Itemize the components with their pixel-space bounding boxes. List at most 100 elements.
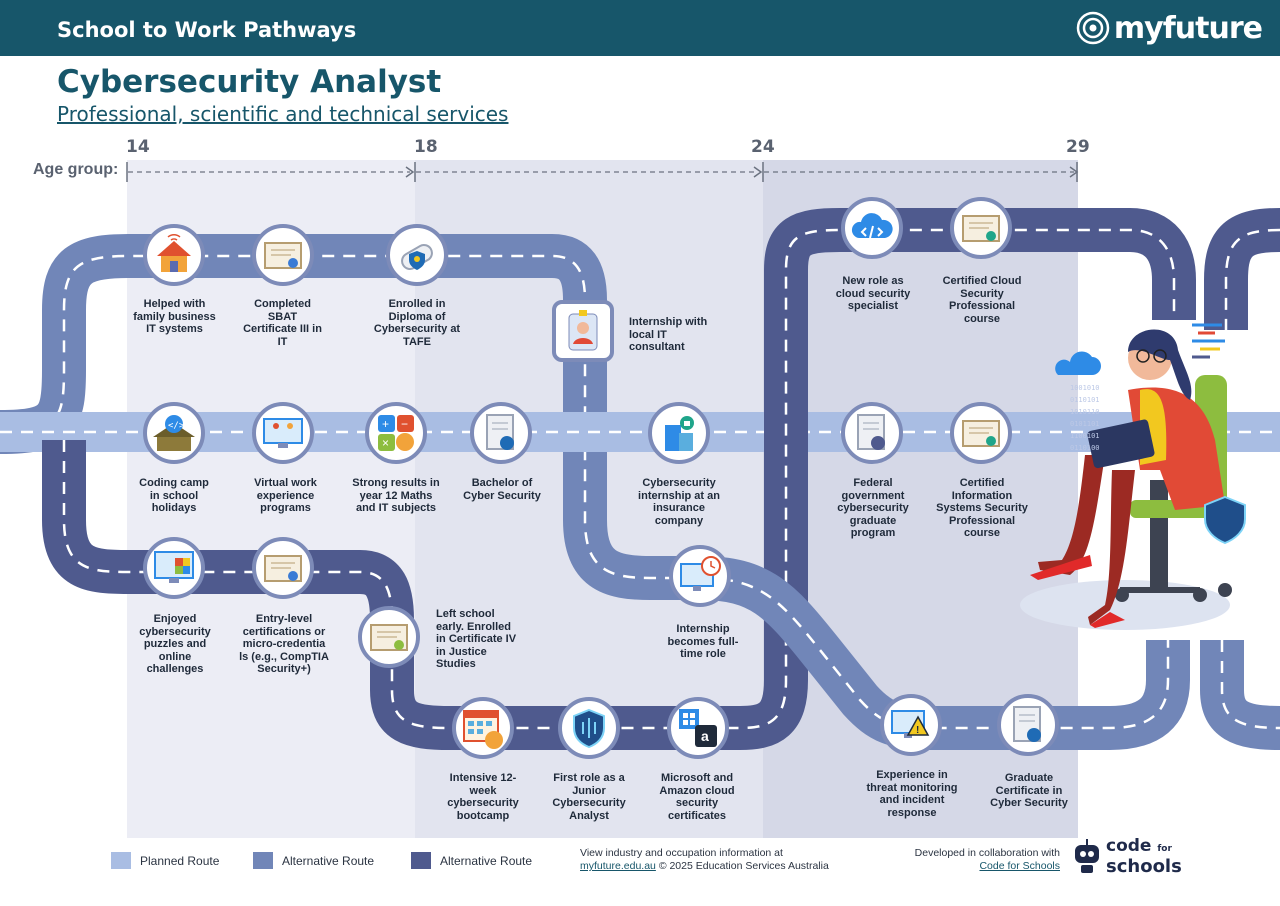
warning-monitor-icon: !: [891, 710, 930, 738]
svg-text:×: ×: [382, 436, 389, 450]
node-federal[interactable]: [841, 402, 903, 464]
document-shield-icon: [486, 414, 514, 450]
age-tick-24: 24: [751, 137, 775, 157]
svg-text:0110100: 0110100: [1070, 444, 1100, 452]
office-building-icon: [665, 416, 694, 451]
label-bootcamp: Intensive 12-week cybersecurity bootcamp: [447, 772, 519, 822]
calendar-code-icon: [463, 710, 503, 749]
node-virtual-work[interactable]: [252, 402, 314, 464]
id-badge-icon: [568, 310, 598, 351]
partner-logo-word-2: schools: [1106, 856, 1182, 877]
svg-text:</>: </>: [168, 421, 185, 431]
node-threat[interactable]: !: [880, 694, 942, 756]
label-cissp: Certified Information Systems Security P…: [936, 477, 1028, 539]
label-strong-results: Strong results in year 12 Maths and IT s…: [352, 477, 440, 514]
header-title: School to Work Pathways: [57, 18, 357, 42]
legend-label-planned: Planned Route: [140, 853, 220, 868]
certificate-icon: [962, 215, 1000, 242]
node-junior[interactable]: [558, 697, 620, 759]
robot-icon: [1075, 838, 1099, 873]
node-cloud-role[interactable]: [841, 197, 903, 259]
node-bootcamp[interactable]: [452, 697, 514, 759]
label-micro-creds: Entry-level certifications or micro-cred…: [239, 613, 329, 675]
svg-text:1001010: 1001010: [1070, 384, 1100, 392]
shield-circuit-icon: [573, 708, 605, 749]
collab-text: Developed in collaboration with: [914, 847, 1060, 859]
legend-swatch-alt-2: [411, 852, 431, 869]
node-coding-camp[interactable]: </>: [143, 402, 205, 464]
label-insurance-internship: Cybersecurity internship at an insurance…: [638, 477, 720, 527]
label-cloud-role: New role as cloud security specialist: [835, 275, 911, 312]
label-fulltime: Internship becomes full-time role: [667, 623, 739, 660]
node-left-school[interactable]: [358, 606, 420, 668]
node-cloud-cert[interactable]: [950, 197, 1012, 259]
age-tick-29: 29: [1066, 137, 1090, 157]
label-bachelor: Bachelor of Cyber Security: [463, 477, 541, 502]
label-junior: First role as a Junior Cybersecurity Ana…: [552, 772, 626, 822]
myfuture-swirl-icon: [1076, 11, 1110, 45]
legend-alt-2: Alternative Route: [411, 852, 532, 869]
cloud-vendors-icon: a: [679, 709, 717, 747]
age-group-label: Age group:: [33, 161, 119, 178]
partner-logo-word-small: for: [1157, 844, 1172, 854]
node-family-it[interactable]: [143, 224, 205, 286]
node-puzzles[interactable]: [143, 537, 205, 599]
svg-text:!: !: [916, 725, 919, 736]
road-right-bottom: [1200, 640, 1280, 750]
header-bar: School to Work Pathways myfuture: [0, 0, 1280, 56]
node-ms-amazon[interactable]: a: [667, 697, 729, 759]
video-call-icon: [263, 418, 303, 448]
age-tick-14: 14: [126, 137, 150, 157]
node-micro-creds[interactable]: [252, 537, 314, 599]
label-family-it: Helped with family business IT systems: [133, 298, 216, 335]
label-ms-amazon: Microsoft and Amazon cloud security cert…: [659, 772, 735, 822]
label-diploma: Enrolled in Diploma of Cybersecurity at …: [373, 298, 461, 348]
svg-text:1100101: 1100101: [1070, 432, 1100, 440]
document-shield-icon: [1013, 706, 1041, 742]
label-internship-local: Internship with local IT consultant: [629, 316, 708, 353]
node-cissp[interactable]: [950, 402, 1012, 464]
node-diploma[interactable]: [386, 224, 448, 286]
node-strong-results[interactable]: +−×: [365, 402, 427, 464]
puzzle-monitor-icon: [154, 551, 194, 583]
footer-view-text: View industry and occupation information…: [580, 847, 783, 859]
legend-label-alt-2: Alternative Route: [440, 853, 533, 868]
industry-link[interactable]: Professional, scientific and technical s…: [57, 102, 509, 126]
footer-link[interactable]: myfuture.edu.au: [580, 860, 656, 872]
label-left-school: Left school early. Enrolled in Certifica…: [436, 608, 517, 670]
legend-alt-1: Alternative Route: [253, 852, 374, 869]
node-bachelor[interactable]: [470, 402, 532, 464]
svg-text:+: +: [382, 417, 389, 431]
label-grad-cert: Graduate Certificate in Cyber Security: [990, 772, 1068, 809]
coding-hut-icon: </>: [153, 415, 195, 451]
label-puzzles: Enjoyed cybersecurity puzzles and online…: [139, 613, 211, 675]
code-for-schools-logo[interactable]: code for schools: [1072, 836, 1182, 877]
footer-collab: Developed in collaboration with Code for…: [903, 847, 1060, 873]
node-fulltime[interactable]: [669, 545, 731, 607]
footer-copyright: © 2025 Education Services Australia: [658, 860, 829, 872]
legend-label-alt-1: Alternative Route: [282, 853, 375, 868]
label-sbat: Completed SBAT Certificate III in IT: [243, 298, 322, 348]
certificate-icon: [962, 420, 1000, 447]
legend-swatch-alt-1: [253, 852, 273, 869]
node-insurance-internship[interactable]: [648, 402, 710, 464]
math-symbols-icon: +−×: [378, 415, 414, 451]
label-cloud-cert: Certified Cloud Security Professional co…: [942, 275, 1022, 325]
label-federal: Federal government cybersecurity graduat…: [837, 477, 909, 539]
svg-text:0110101: 0110101: [1070, 396, 1100, 404]
node-grad-cert[interactable]: [997, 694, 1059, 756]
certificate-icon: [370, 624, 408, 651]
age-tick-18: 18: [414, 137, 438, 157]
label-threat: Experience in threat monitoring and inci…: [866, 769, 958, 819]
partner-logo-word-1: code: [1106, 836, 1152, 856]
legend-swatch-planned: [111, 852, 131, 869]
myfuture-logo[interactable]: myfuture: [1076, 8, 1263, 48]
svg-text:1010110: 1010110: [1070, 408, 1100, 416]
house-icon: [157, 233, 191, 272]
collab-link[interactable]: Code for Schools: [979, 860, 1060, 872]
label-virtual-work: Virtual work experience programs: [254, 477, 317, 514]
diploma-scroll-icon: [401, 244, 433, 270]
node-sbat[interactable]: [252, 224, 314, 286]
node-internship-local[interactable]: [552, 300, 614, 362]
